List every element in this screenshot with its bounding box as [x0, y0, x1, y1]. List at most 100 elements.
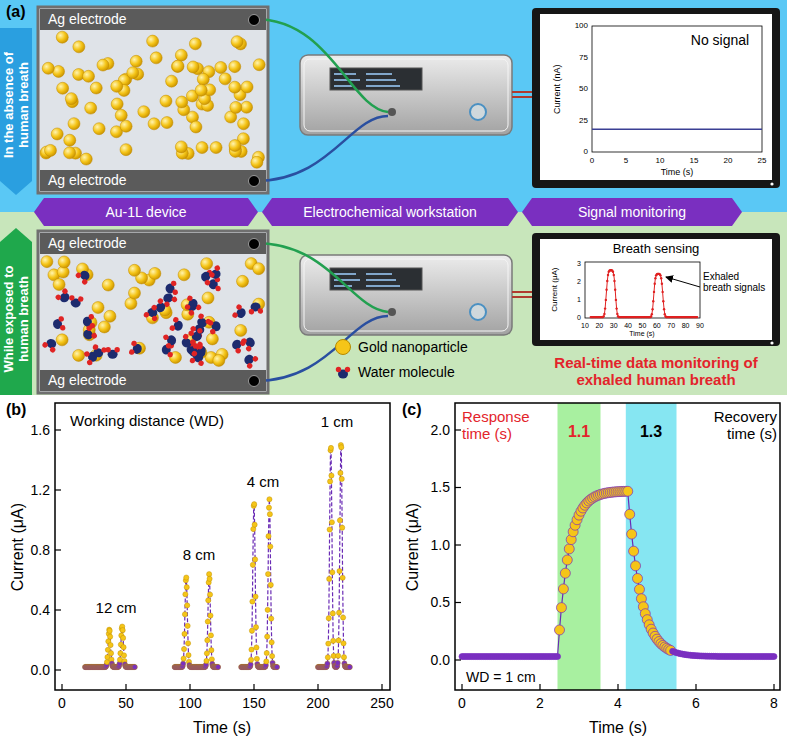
- tick-label: 6: [692, 695, 700, 711]
- gold-particle: [148, 118, 160, 130]
- gold-particle: [42, 62, 54, 74]
- monitor-screen: [540, 239, 772, 340]
- data-marker: [120, 628, 125, 633]
- tick-label: 25: [579, 116, 588, 125]
- gold-particle: [175, 141, 187, 153]
- tick: [125, 684, 126, 690]
- data-marker: [268, 544, 273, 549]
- data-marker: [182, 631, 187, 636]
- data-marker: [204, 651, 209, 656]
- tick: [539, 684, 540, 690]
- water-molecule: [240, 334, 258, 352]
- gold-particle: [51, 128, 63, 140]
- device-frame: [38, 7, 268, 193]
- data-marker: [264, 659, 269, 664]
- breath-marker: [664, 313, 666, 315]
- tick: [55, 669, 61, 670]
- data-marker: [185, 623, 190, 628]
- tick-label: 25: [758, 156, 767, 165]
- data-marker: [556, 603, 566, 613]
- data-marker: [327, 527, 332, 532]
- tick: [381, 684, 382, 690]
- hydrogen-atom: [245, 345, 252, 352]
- gold-particle: [41, 256, 53, 268]
- monitor: [532, 233, 780, 346]
- tick-label: 10: [656, 156, 665, 165]
- data-marker: [346, 664, 351, 669]
- gold-particle: [176, 96, 188, 108]
- hydrogen-atom: [345, 367, 350, 372]
- gold-particle: [73, 349, 85, 361]
- data-marker: [266, 505, 271, 510]
- tick: [617, 684, 618, 690]
- tick: [455, 659, 461, 660]
- breath-marker: [651, 308, 653, 310]
- gold-particle: [150, 52, 162, 64]
- tab-label: While exposed to human breath: [1, 244, 31, 394]
- data-marker: [329, 520, 334, 525]
- tick-label: 2: [577, 278, 581, 286]
- hydrogen-atom: [171, 280, 177, 286]
- tick-label: 0: [58, 695, 66, 711]
- hydrogen-atom: [188, 309, 196, 317]
- gold-particle: [171, 60, 183, 72]
- flat-signal: [592, 129, 762, 131]
- data-marker: [184, 585, 189, 590]
- tick-label: 60: [653, 322, 661, 330]
- gold-particle: [172, 60, 184, 72]
- data-marker: [265, 607, 270, 612]
- breath-marker: [650, 315, 652, 317]
- hydrogen-atom: [172, 316, 179, 323]
- data-marker: [336, 638, 341, 643]
- gold-particle: [97, 59, 109, 71]
- monitor-led: [770, 341, 773, 344]
- tick-label: 3: [577, 260, 581, 268]
- data-marker: [274, 664, 279, 669]
- hydrogen-atom: [252, 355, 260, 363]
- gold-particle: [196, 142, 208, 154]
- breath-marker: [613, 280, 615, 282]
- data-marker: [181, 661, 186, 666]
- water-molecule: [90, 344, 107, 360]
- gold-particle: [85, 102, 97, 114]
- water-molecule: [128, 340, 143, 357]
- data-marker: [771, 654, 777, 660]
- gold-particle: [195, 84, 207, 96]
- breath-marker: [659, 274, 661, 276]
- hydrogen-atom: [167, 352, 173, 358]
- data-marker: [265, 634, 270, 639]
- data-marker: [252, 522, 257, 527]
- hydrogen-atom: [336, 367, 341, 372]
- data-marker: [207, 572, 212, 577]
- data-marker: [205, 619, 210, 624]
- data-marker: [121, 653, 126, 658]
- tick: [55, 609, 61, 610]
- hydrogen-atom: [188, 330, 195, 337]
- breath-marker: [696, 316, 698, 318]
- breath-marker: [654, 277, 656, 279]
- hydrogen-atom: [143, 311, 150, 318]
- data-marker: [254, 656, 259, 661]
- data-marker: [555, 654, 561, 660]
- gold-particle: [65, 93, 77, 105]
- breath-marker: [695, 316, 697, 318]
- water-molecule: [164, 280, 178, 296]
- tick-label: 1: [577, 296, 581, 304]
- data-marker: [347, 664, 352, 669]
- gold-particle: [253, 59, 265, 71]
- water-molecule: [80, 325, 98, 343]
- data-marker: [183, 592, 188, 597]
- data-marker: [185, 641, 190, 646]
- tick: [455, 544, 461, 545]
- shape-fill: [522, 198, 742, 226]
- breath-marker: [613, 274, 615, 276]
- hydrogen-atom: [78, 296, 84, 302]
- data-marker: [181, 646, 186, 651]
- wire: [255, 116, 388, 181]
- tick-label: 50: [118, 695, 134, 711]
- data-marker: [326, 641, 331, 646]
- gold-particle: [166, 75, 178, 87]
- gold-particle: [253, 263, 265, 275]
- hydrogen-atom: [184, 304, 191, 311]
